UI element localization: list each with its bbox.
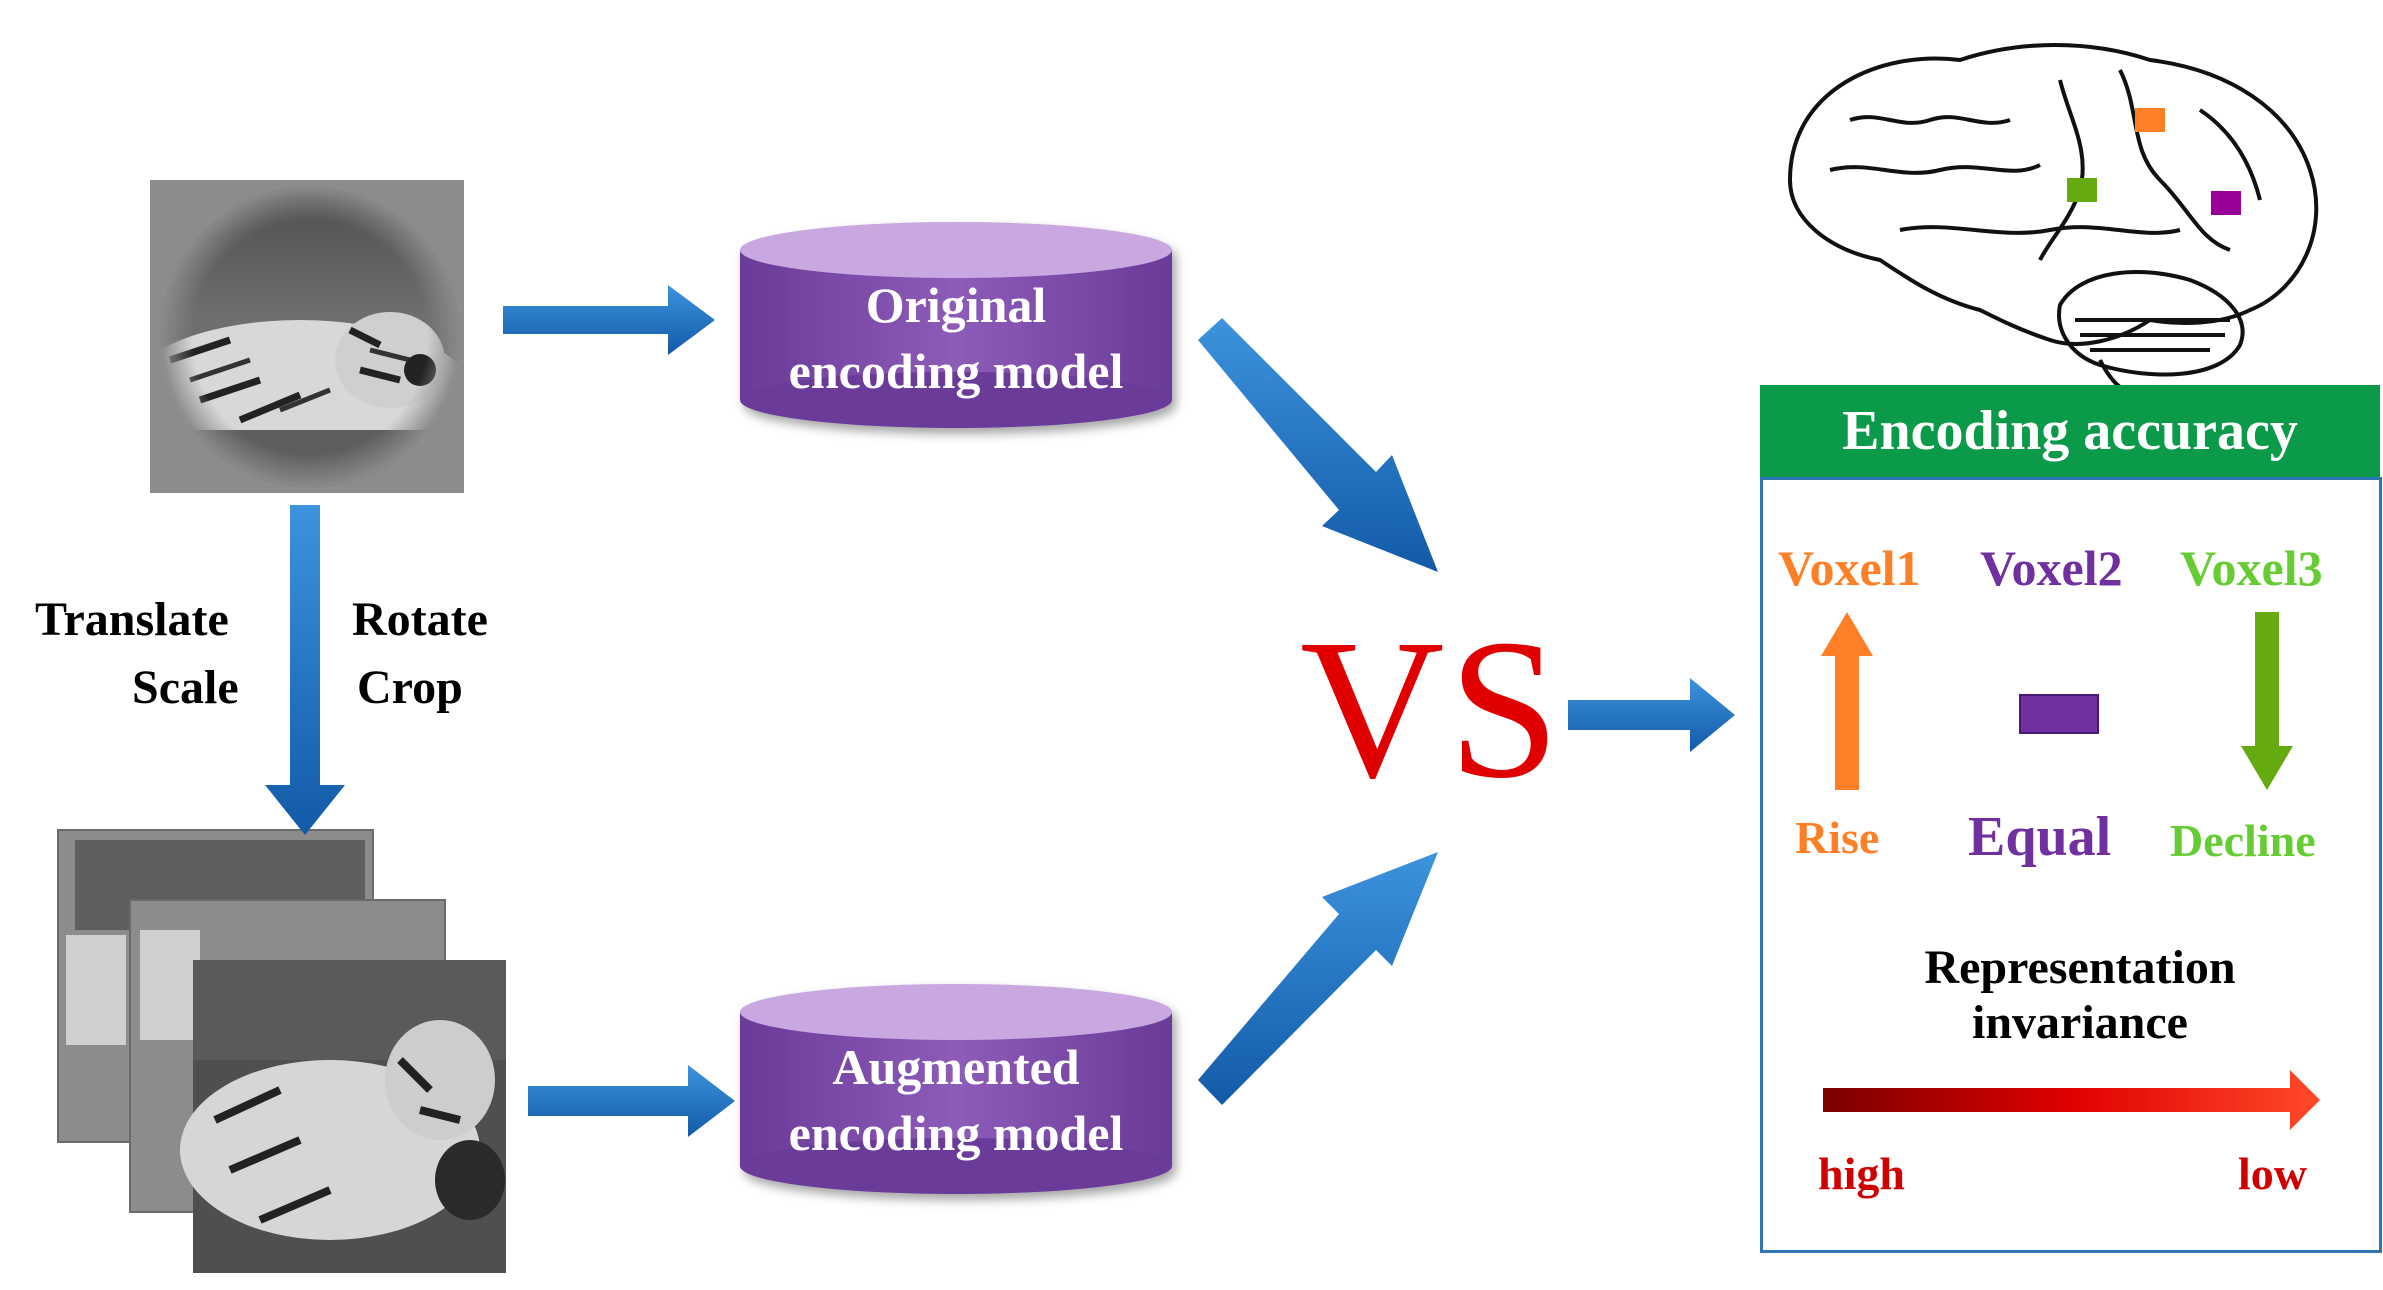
arrow-to-augmented-images	[265, 505, 345, 835]
rise-label: Rise	[1795, 812, 1880, 863]
augmented-model-label: Augmented encoding model	[736, 1034, 1176, 1166]
original-stimulus-image	[150, 180, 464, 493]
invariance-high-label: high	[1818, 1148, 1905, 1199]
original-model-label-line2: encoding model	[788, 343, 1124, 399]
augmented-stimulus-stack	[57, 829, 506, 1273]
augmented-image-3	[180, 960, 506, 1273]
transform-rotate-label: Rotate	[352, 593, 488, 646]
encoding-accuracy-title: Encoding accuracy	[1760, 385, 2380, 477]
original-model-label: Original encoding model	[736, 272, 1176, 404]
decline-arrow-icon	[2241, 612, 2293, 790]
brain-illustration	[1787, 43, 2319, 397]
invariance-low-label: low	[2238, 1148, 2307, 1199]
transform-crop-label: Crop	[357, 661, 463, 714]
voxel1-label: Voxel1	[1778, 540, 1921, 596]
invariance-gradient-arrow	[1823, 1070, 2320, 1130]
invariance-title-line1: Representation	[1924, 941, 2236, 994]
voxel2-label: Voxel2	[1980, 540, 2123, 596]
original-model-label-line1: Original	[865, 277, 1047, 333]
augmented-model-label-line2: encoding model	[788, 1105, 1124, 1161]
invariance-title-line2: invariance	[1972, 996, 2188, 1050]
flow-arrows	[265, 285, 1735, 1137]
transform-translate-label: Translate	[35, 593, 229, 646]
accuracy-indicators	[1821, 612, 2320, 1130]
voxel3-label: Voxel3	[2180, 540, 2323, 596]
equal-label: Equal	[1968, 806, 2112, 868]
transform-scale-label: Scale	[132, 661, 239, 714]
original-model-cylinder	[740, 222, 1172, 428]
arrow-augmented-to-vs	[1198, 852, 1438, 1105]
arrow-original-to-vs	[1198, 318, 1438, 572]
arrow-to-original-model	[503, 285, 715, 355]
arrow-vs-to-accuracy	[1568, 678, 1735, 752]
brain-marker-voxel2	[2211, 191, 2241, 215]
augmented-model-cylinder	[740, 984, 1172, 1194]
arrow-to-augmented-model	[528, 1065, 735, 1137]
encoding-accuracy-panel	[1760, 477, 2382, 1253]
vs-label: VS	[1300, 599, 1564, 820]
decline-label: Decline	[2170, 815, 2316, 866]
brain-marker-voxel3	[2067, 178, 2097, 202]
brain-voxel-markers	[2067, 108, 2241, 215]
brain-marker-voxel1	[2135, 108, 2165, 132]
representation-invariance-title: Representation invariance	[1800, 940, 2360, 1050]
rise-arrow-icon	[1821, 612, 1873, 790]
equal-bar-icon	[2019, 694, 2099, 734]
augmented-model-label-line1: Augmented	[832, 1039, 1080, 1095]
